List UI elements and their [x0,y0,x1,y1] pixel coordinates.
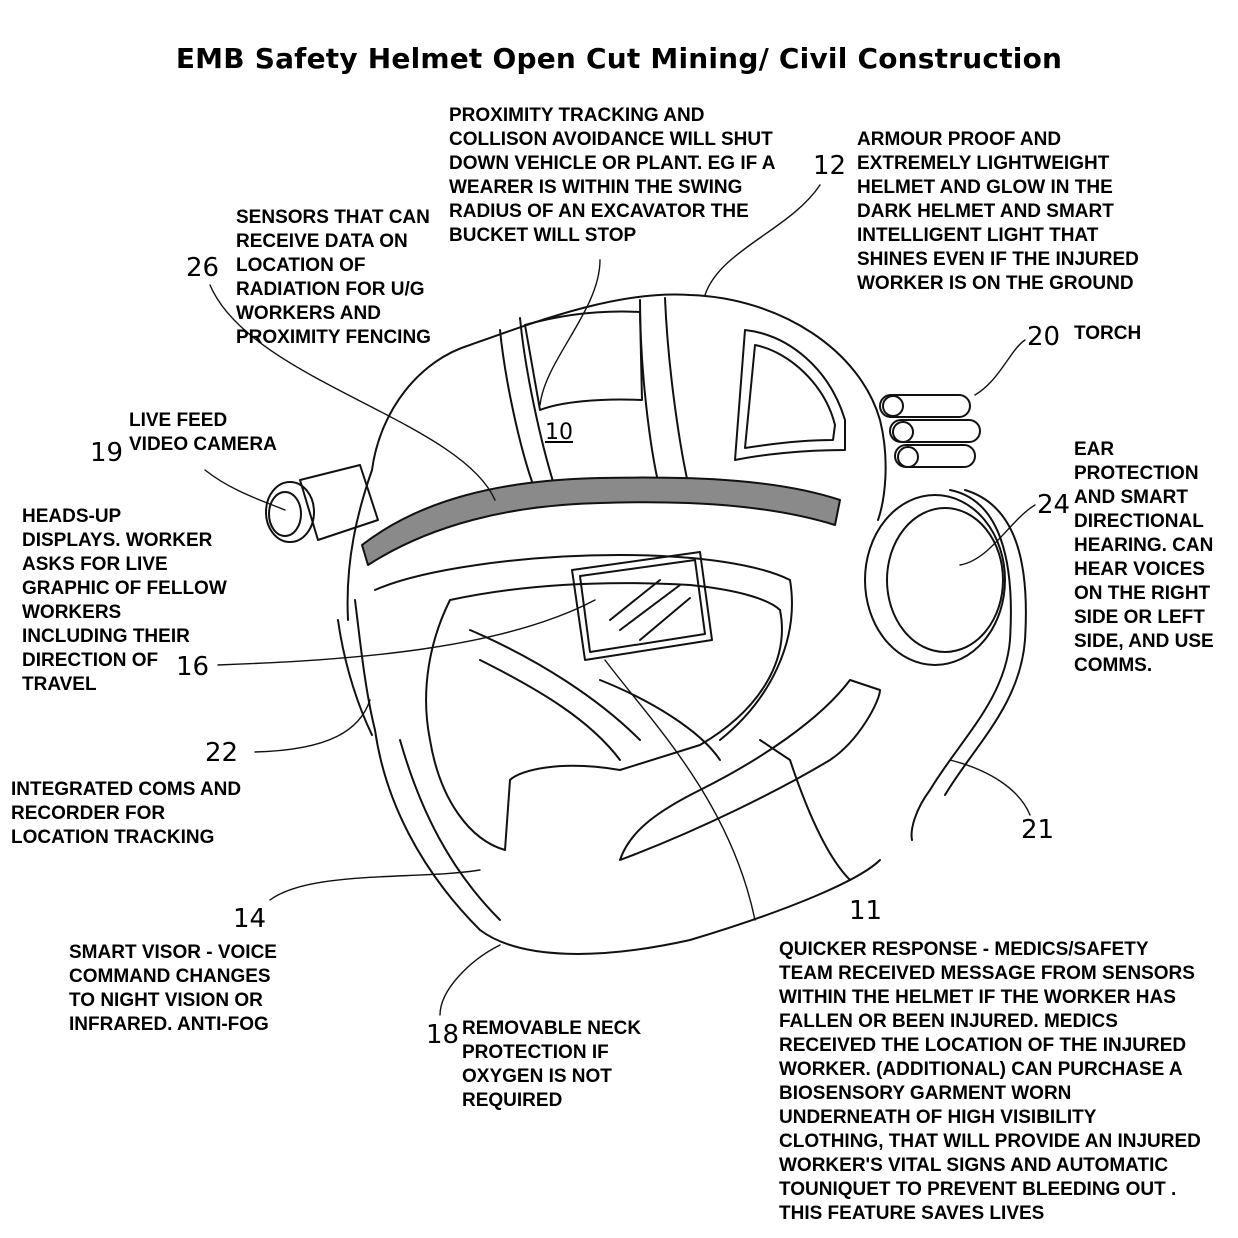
visor-frame [374,554,793,741]
leader-16 [217,599,596,666]
callout-14: 14 [233,904,267,934]
leader-21 [949,759,1031,816]
annotation-neck: REMOVABLE NECK PROTECTION IF OXYGEN IS N… [462,1018,642,1111]
callout-24: 24 [1037,490,1071,520]
leader-12 [704,184,821,296]
annotation-torch: TORCH [1074,323,1142,344]
callout-16: 16 [176,652,210,682]
leader-19 [204,469,286,511]
reflective-band [361,476,841,566]
callout-12: 12 [813,151,847,181]
annotation-camera: LIVE FEED VIDEO CAMERA [129,410,277,455]
annotation-hud: HEADS-UP DISPLAYS. WORKER ASKS FOR LIVE … [22,506,227,695]
callout-22: 22 [205,738,239,768]
comms-cable [910,489,1012,841]
annotation-response: QUICKER RESPONSE - MEDICS/SAFETY TEAM RE… [779,939,1201,1224]
page-title: EMB Safety Helmet Open Cut Mining/ Civil… [175,42,1063,75]
leader-18 [439,944,501,1016]
hud-display [571,551,713,661]
helmet-shell [371,293,887,521]
annotation-armour: ARMOUR PROOF AND EXTREMELY LIGHTWEIGHT H… [857,129,1139,294]
leader-14 [269,869,481,901]
leader-11 [604,659,756,921]
annotation-proximity: PROXIMITY TRACKING AND COLLISON AVOIDANC… [449,105,776,246]
callout-10: 10 [545,420,573,445]
video-camera [265,464,379,543]
callout-19: 19 [90,438,124,468]
chin-guard [619,679,881,861]
leader-10 [539,259,601,406]
leader-20 [974,339,1026,396]
annotation-sensors: SENSORS THAT CAN RECEIVE DATA ON LOCATIO… [236,207,431,348]
torch [879,394,981,468]
callout-21: 21 [1021,815,1055,845]
annotation-ear: EAR PROTECTION AND SMART DIRECTIONAL HEA… [1074,439,1214,676]
callout-11: 11 [849,896,883,926]
leader-22 [254,699,371,753]
callout-20: 20 [1027,322,1061,352]
leader-24 [959,504,1036,566]
neck-guard [374,729,881,955]
helmet-side-window [734,329,846,461]
ear-cup [864,494,1006,666]
annotation-visor: SMART VISOR - VOICE COMMAND CHANGES TO N… [69,942,277,1035]
visor [425,582,783,851]
leader-26 [209,284,496,501]
callout-26: 26 [186,253,220,283]
callout-18: 18 [426,1020,460,1050]
annotation-coms: INTEGRATED COMS AND RECORDER FOR LOCATIO… [11,779,242,848]
